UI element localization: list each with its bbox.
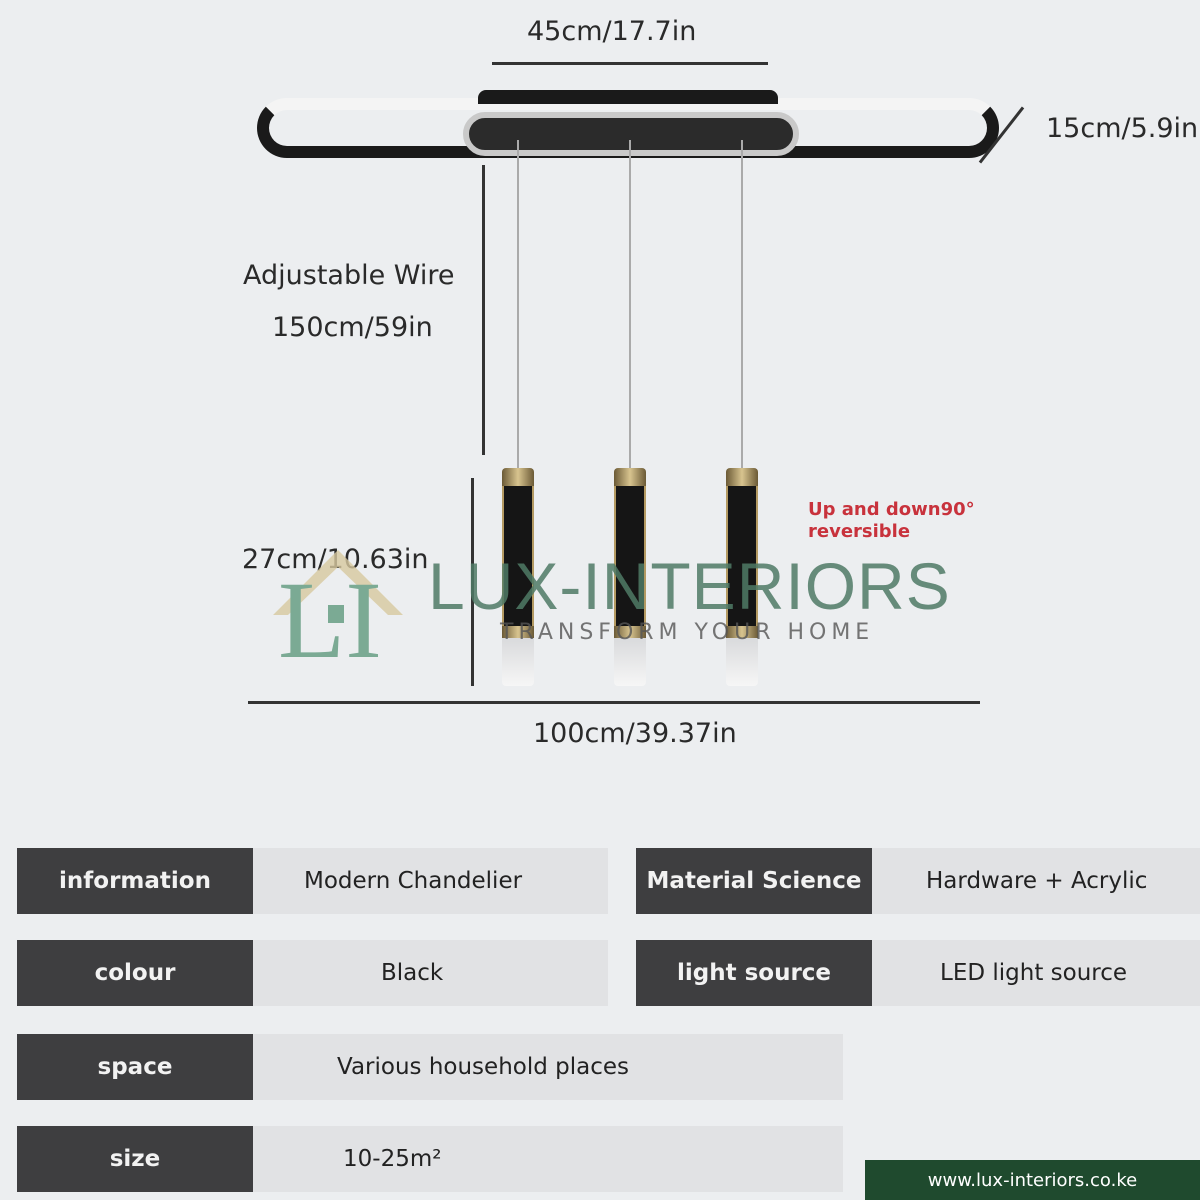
spec-value-light-source: LED light source	[872, 940, 1200, 1006]
spec-value-size: 10-25m²	[253, 1126, 843, 1192]
total-width-line	[248, 701, 980, 704]
wire	[629, 140, 631, 470]
website-link[interactable]: www.lux-interiors.co.ke	[865, 1160, 1200, 1200]
brand-logo: LI	[268, 545, 408, 681]
wire-dimension-line	[482, 165, 485, 455]
spec-value-colour: Black	[253, 940, 608, 1006]
brand-name: LUX-INTERIORS	[428, 549, 951, 623]
wire	[517, 140, 519, 470]
top-width-label: 45cm/17.7in	[527, 16, 697, 47]
canopy-top	[478, 90, 778, 104]
note-line: reversible	[808, 521, 911, 542]
brand-tagline: TRANSFORM YOUR HOME	[500, 620, 875, 645]
top-width-line	[492, 62, 768, 65]
wire-length: 150cm/59in	[272, 312, 433, 343]
tube-height-line	[471, 478, 474, 686]
canopy	[463, 112, 799, 156]
spec-label-colour: colour	[17, 940, 253, 1006]
spec-label-information: information	[17, 848, 253, 914]
spec-label-size: size	[17, 1126, 253, 1192]
wire-label: Adjustable Wire	[243, 260, 455, 291]
spec-label-material: Material Science	[636, 848, 872, 914]
spec-label-space: space	[17, 1034, 253, 1100]
spec-value-material: Hardware + Acrylic	[872, 848, 1200, 914]
pendant-tube	[502, 468, 534, 686]
rotation-note: Up and down90° reversible	[808, 499, 975, 543]
pendant-tube	[726, 468, 758, 686]
total-width-label: 100cm/39.37in	[533, 718, 737, 749]
note-line: Up and down90°	[808, 499, 975, 520]
depth-label: 15cm/5.9in	[1046, 113, 1199, 144]
spec-value-space: Various household places	[253, 1034, 843, 1100]
spec-value-information: Modern Chandelier	[253, 848, 608, 914]
wire	[741, 140, 743, 470]
spec-label-light-source: light source	[636, 940, 872, 1006]
pendant-tube	[614, 468, 646, 686]
